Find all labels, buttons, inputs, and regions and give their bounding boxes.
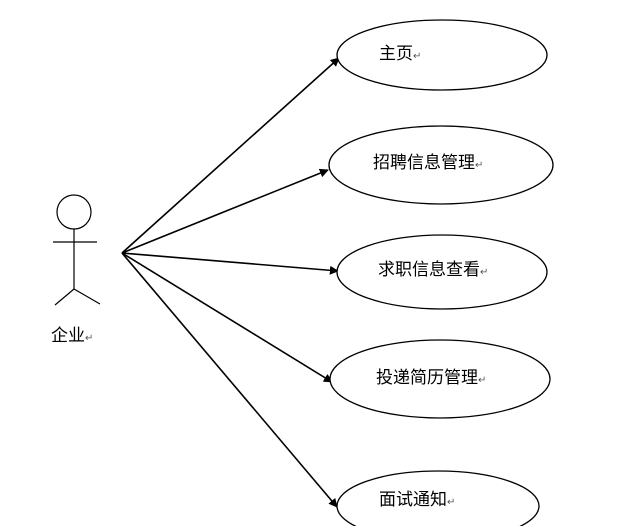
use-case-interview: 面试通知↵: [336, 470, 540, 526]
use-case-paragraph-mark: ↵: [447, 497, 455, 508]
association-jobseek: [121, 252, 339, 275]
association-recruit: [121, 168, 329, 254]
use-case-label: 主页: [379, 44, 413, 64]
use-case-jobseek: 求职信息查看↵: [336, 234, 548, 310]
actor: 企业↵: [51, 194, 101, 346]
use-case-recruit: 招聘信息管理↵: [328, 125, 554, 205]
use-case-label: 招聘信息管理: [373, 153, 475, 173]
svg-text:主页↵: 主页↵: [379, 44, 421, 64]
use-case-paragraph-mark: ↵: [413, 51, 421, 62]
actor-label: 企业: [51, 326, 85, 346]
association-interview: [121, 252, 338, 508]
use-case-resume: 投递简历管理↵: [329, 339, 551, 419]
svg-text:面试通知↵: 面试通知↵: [379, 490, 455, 510]
actor-paragraph-mark: ↵: [85, 333, 93, 344]
use-case-paragraph-mark: ↵: [480, 267, 488, 278]
use-case-paragraph-mark: ↵: [478, 375, 486, 386]
svg-text:求职信息查看↵: 求职信息查看↵: [378, 260, 488, 280]
use-case-paragraph-mark: ↵: [475, 160, 483, 171]
svg-text:企业↵: 企业↵: [51, 326, 93, 346]
svg-text:招聘信息管理↵: 招聘信息管理↵: [373, 153, 483, 173]
use-case-label: 面试通知: [379, 490, 447, 510]
association-resume: [121, 252, 333, 383]
svg-text:投递简历管理↵: 投递简历管理↵: [376, 368, 486, 388]
actor-left-leg: [54, 288, 75, 306]
actor-head: [56, 194, 92, 230]
use-case-label: 求职信息查看: [378, 260, 480, 280]
association-home: [121, 57, 340, 254]
use-case-home: 主页↵: [336, 19, 548, 91]
use-case-label: 投递简历管理: [376, 368, 478, 388]
associations: [121, 57, 340, 508]
actor-right-leg: [73, 288, 101, 305]
